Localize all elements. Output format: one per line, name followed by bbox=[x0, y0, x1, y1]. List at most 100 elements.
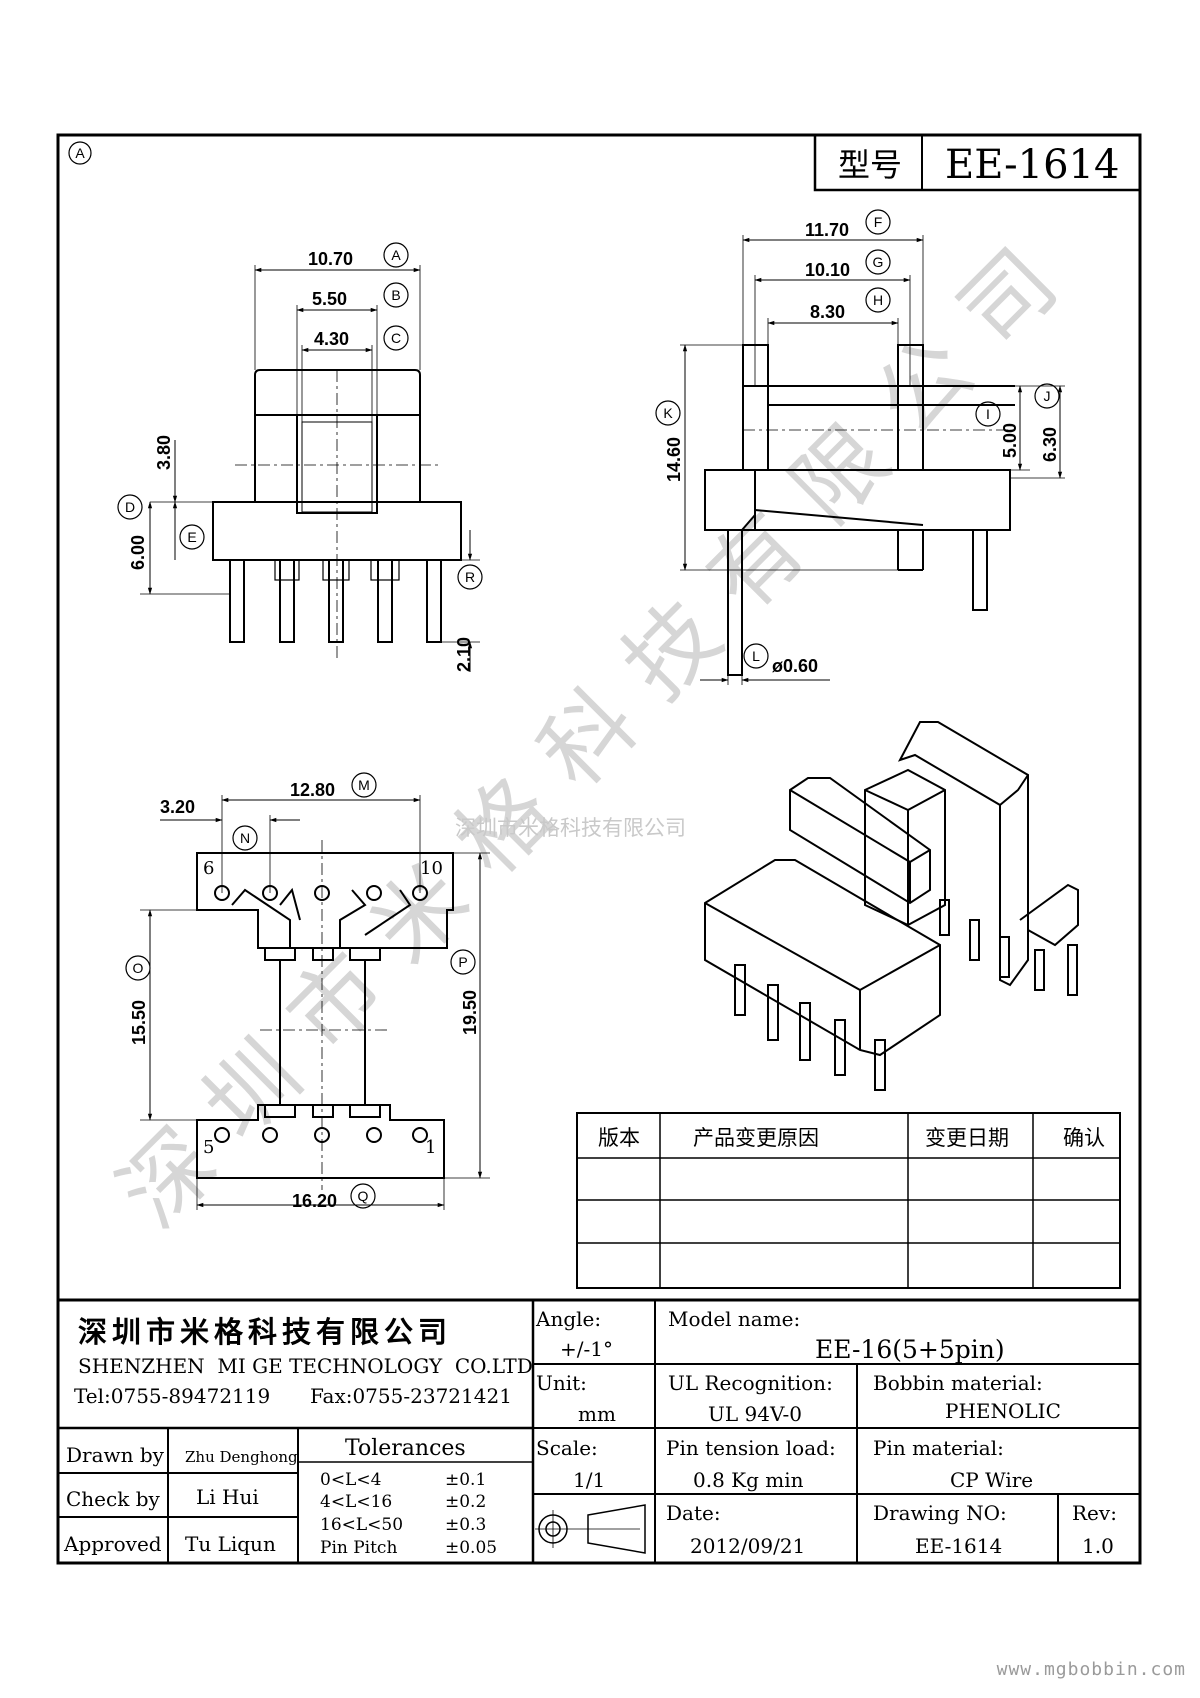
date-label: Date: bbox=[666, 1501, 721, 1525]
tol-value-4: ±0.05 bbox=[445, 1538, 497, 1558]
check-by-label: Check by bbox=[66, 1487, 161, 1511]
isometric-view bbox=[704, 721, 1079, 1091]
dim-f-value: 11.70 bbox=[805, 220, 849, 240]
dim-l-label: L bbox=[752, 648, 760, 664]
model-label: 型号 bbox=[838, 146, 902, 184]
sheet-marker: A bbox=[68, 141, 92, 165]
dim-d-value: 6.00 bbox=[128, 535, 148, 570]
rev-header-date: 变更日期 bbox=[925, 1126, 1009, 1150]
dim-o-value: 15.50 bbox=[129, 1000, 149, 1045]
dim-k-value: 14.60 bbox=[664, 437, 684, 482]
tol-range-3: 16<L<50 bbox=[320, 1515, 403, 1535]
dim-n-label: N bbox=[240, 830, 250, 846]
rev-value: 1.0 bbox=[1082, 1534, 1114, 1558]
watermark-char: 技 bbox=[603, 581, 741, 719]
company-name-cn: 深圳市米格科技有限公司 bbox=[78, 1315, 452, 1349]
bottom-view bbox=[140, 795, 490, 1210]
tol-range-4: Pin Pitch bbox=[320, 1538, 397, 1558]
bobbin-material-label: Bobbin material: bbox=[873, 1371, 1043, 1395]
dim-h-value: 8.30 bbox=[810, 302, 845, 322]
dim-q-value: 16.20 bbox=[292, 1191, 337, 1211]
model-name-label: Model name: bbox=[668, 1307, 800, 1331]
dim-c-label: C bbox=[391, 330, 401, 346]
check-by-value: Li Hui bbox=[196, 1485, 259, 1509]
dim-q-label: Q bbox=[358, 1188, 369, 1204]
dim-n-value: 3.20 bbox=[160, 797, 195, 817]
angle-value: +/-1° bbox=[560, 1337, 613, 1361]
company-fax: Fax:0755-23721421 bbox=[310, 1384, 512, 1408]
pin-tension-value: 0.8 Kg min bbox=[693, 1468, 804, 1492]
sheet-border bbox=[56, 133, 1142, 1565]
title-block bbox=[58, 1298, 1140, 1563]
pin-material-value: CP Wire bbox=[950, 1468, 1033, 1492]
scale-value: 1/1 bbox=[573, 1468, 605, 1492]
tol-value-1: ±0.1 bbox=[445, 1470, 486, 1490]
drawing-no-label: Drawing NO: bbox=[873, 1501, 1007, 1525]
pin-label-5: 5 bbox=[203, 1137, 214, 1158]
watermark: 深圳市米格科技有限公司 bbox=[99, 229, 1077, 1247]
dim-a-value: 10.70 bbox=[308, 249, 353, 269]
dim-d-label: D bbox=[125, 499, 135, 515]
dim-l-value: ø0.60 bbox=[772, 656, 818, 676]
dim-3-80-value: 3.80 bbox=[154, 435, 174, 470]
front-view bbox=[140, 265, 480, 672]
title-block-text: 深圳市米格科技有限公司 SHENZHEN MI GE TECHNOLOGY CO… bbox=[63, 1307, 1117, 1558]
dim-b-value: 5.50 bbox=[312, 289, 347, 309]
drawn-by-label: Drawn by bbox=[66, 1443, 165, 1467]
revision-table: 版本 产品变更原因 变更日期 确认 bbox=[576, 1112, 1121, 1289]
date-value: 2012/09/21 bbox=[690, 1534, 805, 1558]
drawn-by-value: Zhu Denghong bbox=[185, 1448, 298, 1466]
dim-g-label: G bbox=[873, 254, 884, 270]
tol-value-2: ±0.2 bbox=[445, 1492, 486, 1512]
rev-header-version: 版本 bbox=[598, 1126, 640, 1150]
watermark-small-text: 深圳市米格科技有限公司 bbox=[455, 816, 686, 840]
ul-value: UL 94V-0 bbox=[708, 1402, 802, 1426]
tol-range-2: 4<L<16 bbox=[320, 1492, 392, 1512]
dim-i-label: I bbox=[986, 406, 990, 422]
dim-f-label: F bbox=[874, 214, 883, 230]
company-name-en: SHENZHEN MI GE TECHNOLOGY CO.LTD bbox=[78, 1354, 533, 1378]
model-header-box: 型号 EE-1614 bbox=[813, 133, 1142, 192]
approved-label: Approved bbox=[63, 1532, 162, 1556]
pin-label-6: 6 bbox=[203, 858, 214, 879]
dim-o-label: O bbox=[133, 960, 144, 976]
angle-label: Angle: bbox=[535, 1307, 601, 1331]
tol-range-1: 0<L<4 bbox=[320, 1470, 381, 1490]
dim-m-label: M bbox=[358, 777, 370, 793]
dim-p-value: 19.50 bbox=[460, 990, 480, 1035]
unit-value: mm bbox=[578, 1402, 616, 1426]
rev-header-confirm: 确认 bbox=[1063, 1126, 1105, 1150]
side-view-dim-labels: 11.70 F 10.10 G 8.30 H 14.60 K 5.00 I 6.… bbox=[655, 209, 1060, 676]
model-name-value: EE-16(5+5pin) bbox=[815, 1335, 1005, 1364]
dim-a-label: A bbox=[391, 247, 401, 263]
ul-label: UL Recognition: bbox=[668, 1371, 833, 1395]
unit-label: Unit: bbox=[536, 1371, 587, 1395]
bobbin-material-value: PHENOLIC bbox=[945, 1399, 1061, 1423]
watermark-char: 司 bbox=[939, 229, 1077, 367]
dim-g-value: 10.10 bbox=[805, 260, 850, 280]
bottom-view-labels: 3.20 N 12.80 M 15.50 O 19.50 P 16.20 Q 6… bbox=[125, 772, 480, 1211]
approved-value: Tu Liqun bbox=[185, 1532, 276, 1556]
pin-label-10: 10 bbox=[420, 858, 443, 879]
scale-label: Scale: bbox=[536, 1436, 598, 1460]
dim-k-label: K bbox=[663, 405, 673, 421]
dim-j-label: J bbox=[1044, 388, 1051, 404]
dim-p-label: P bbox=[458, 954, 467, 970]
dim-i-value: 5.00 bbox=[1000, 423, 1020, 458]
drawing-no-value: EE-1614 bbox=[915, 1534, 1002, 1558]
rev-header-reason: 产品变更原因 bbox=[693, 1126, 819, 1150]
dim-b-label: B bbox=[391, 287, 400, 303]
dim-r-value: 2.10 bbox=[454, 637, 474, 672]
svg-text:A: A bbox=[75, 145, 85, 161]
dim-j-value: 6.30 bbox=[1040, 427, 1060, 462]
dim-c-value: 4.30 bbox=[314, 329, 349, 349]
tol-value-3: ±0.3 bbox=[445, 1515, 486, 1535]
model-value: EE-1614 bbox=[945, 142, 1119, 188]
pin-material-label: Pin material: bbox=[873, 1436, 1004, 1460]
website-url[interactable]: www.mgbobbin.com bbox=[996, 1659, 1186, 1680]
dim-h-label: H bbox=[873, 292, 883, 308]
dim-r-label: R bbox=[465, 569, 475, 585]
tolerances-title: Tolerances bbox=[345, 1436, 466, 1461]
dim-m-value: 12.80 bbox=[290, 780, 335, 800]
